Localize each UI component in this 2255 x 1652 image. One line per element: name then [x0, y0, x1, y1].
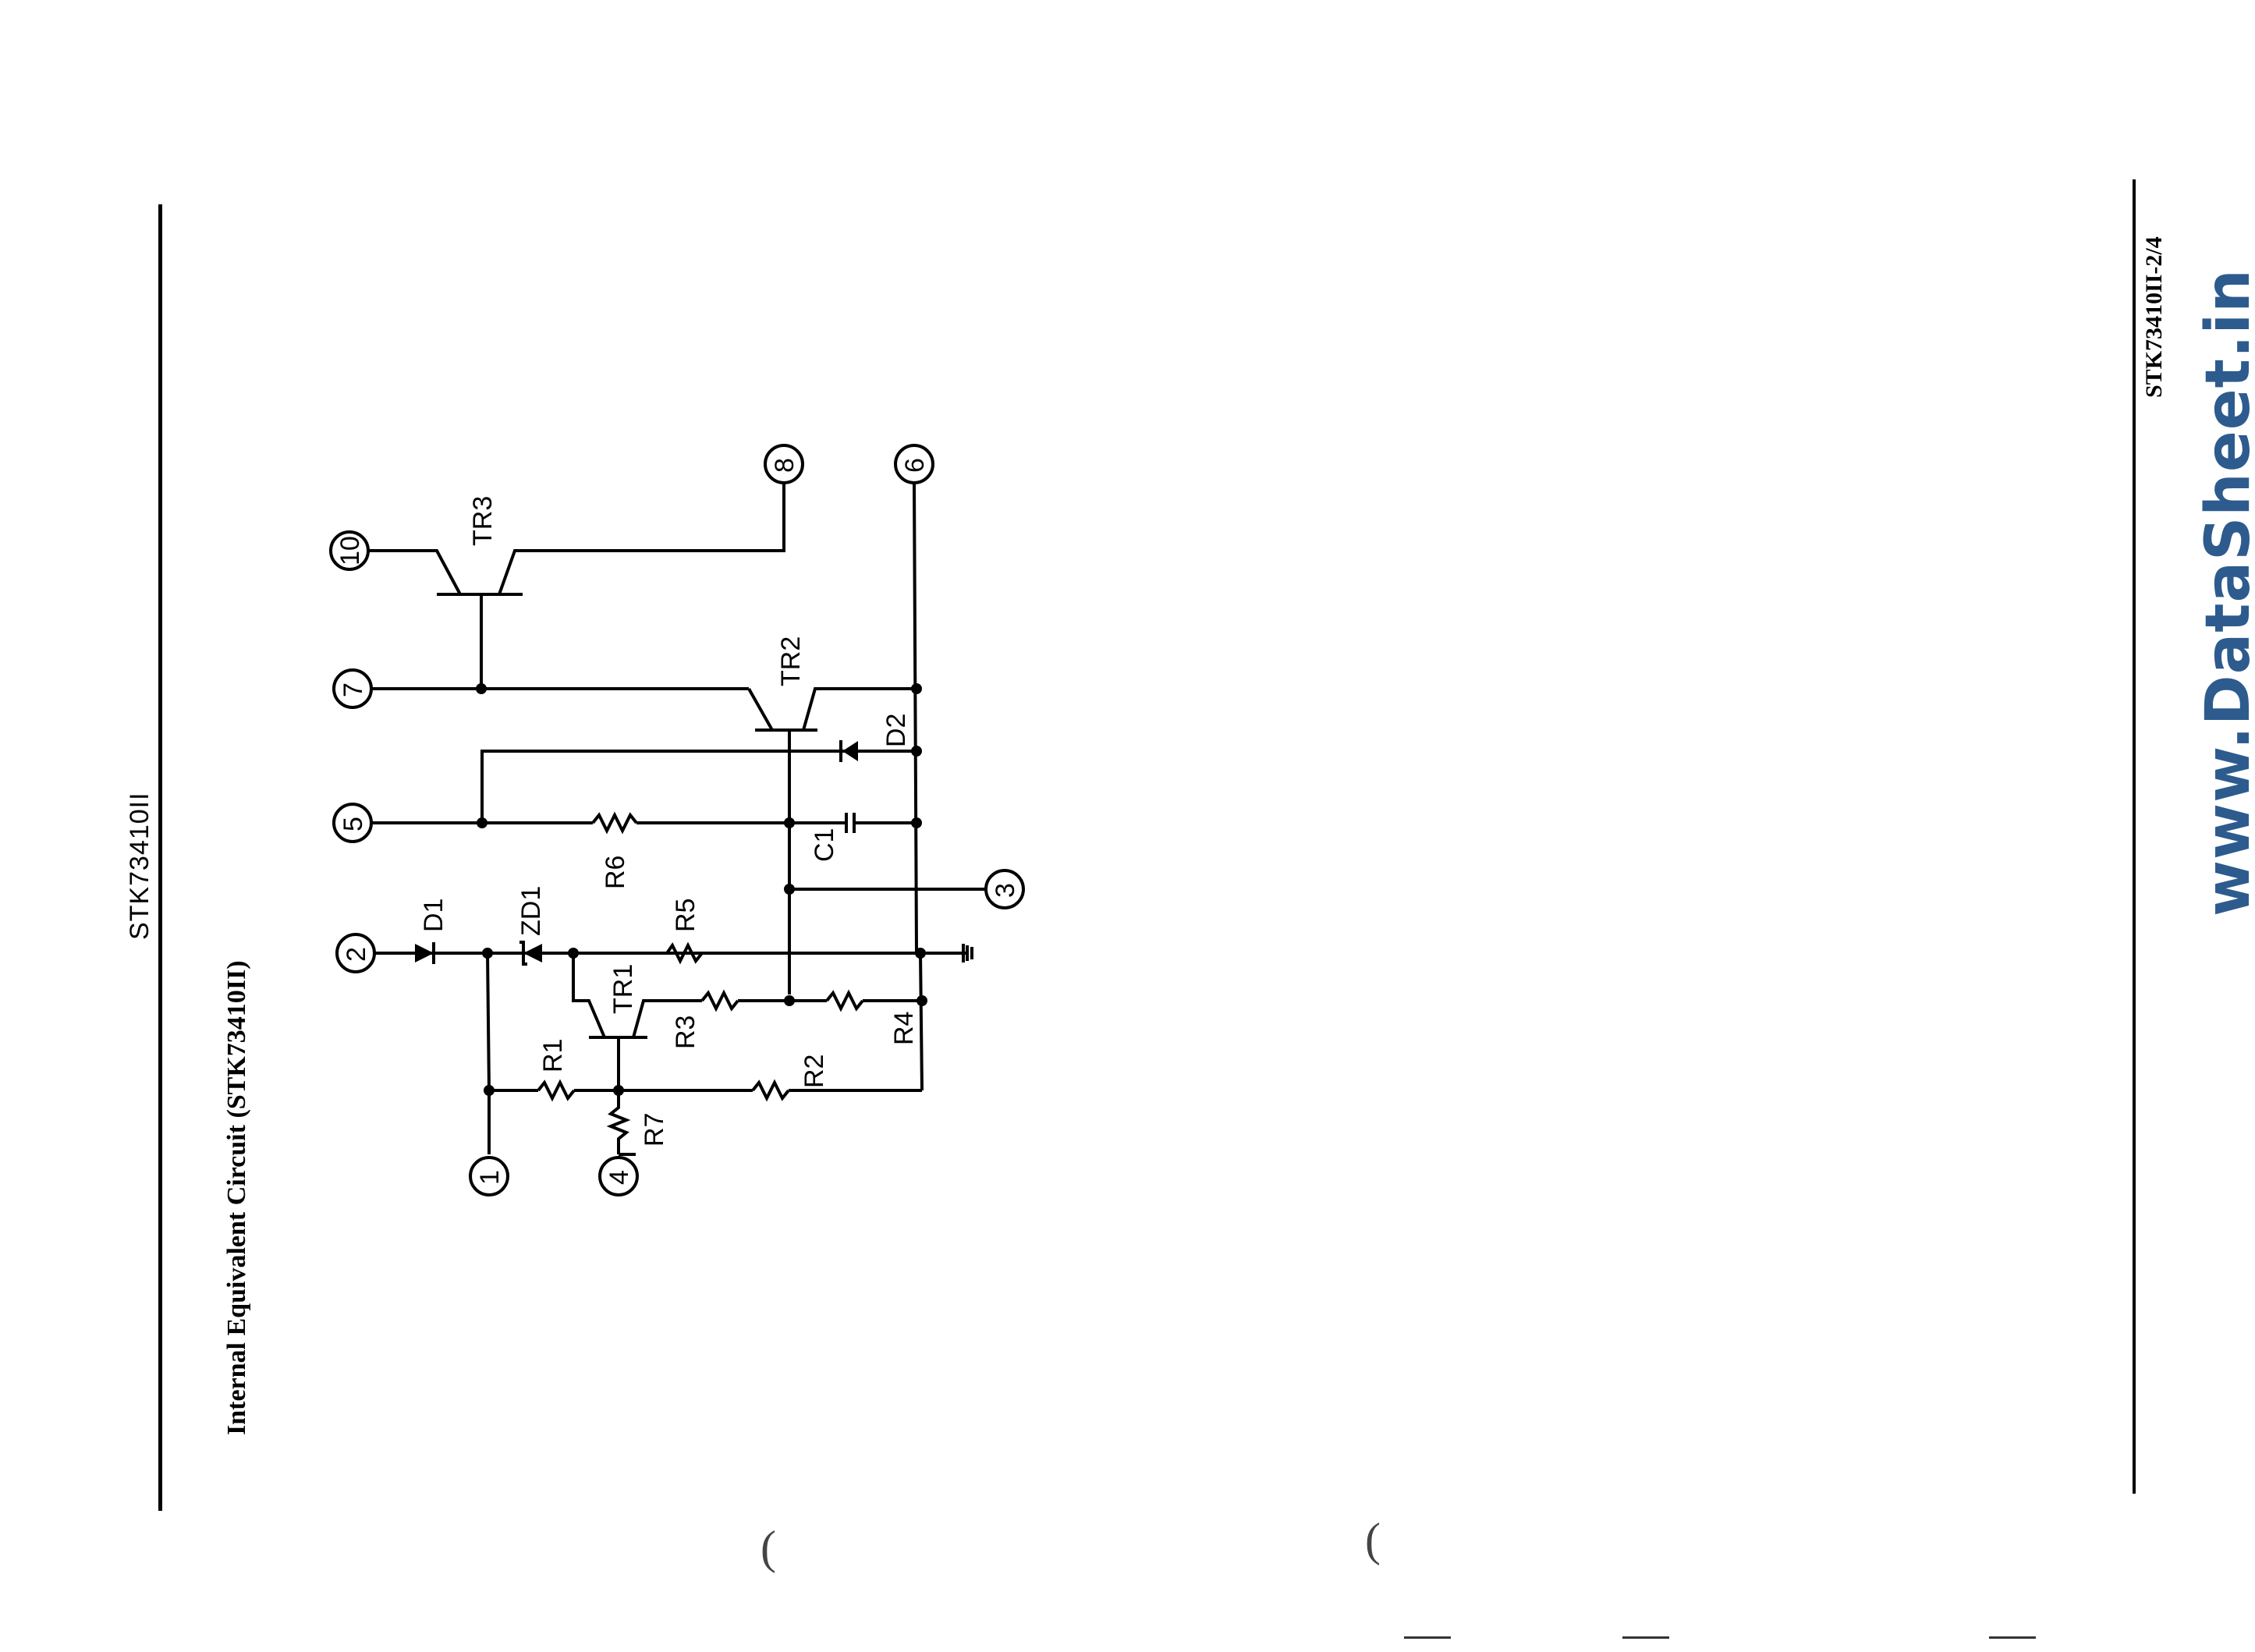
pin-5-terminal: 5 [332, 803, 373, 843]
scan-artifact: ( [761, 1522, 776, 1573]
diodes [415, 740, 858, 966]
pin-8-terminal: 8 [764, 444, 804, 484]
wires [367, 483, 984, 1156]
zener-zd1-icon [523, 944, 542, 962]
pin-2-terminal: 2 [335, 933, 376, 973]
pin-6-terminal: 6 [894, 444, 934, 484]
pin-3-terminal: 3 [984, 869, 1025, 909]
junction-dots [476, 683, 927, 1096]
label-d1: D1 [419, 899, 449, 932]
svg-text:8: 8 [770, 458, 800, 473]
pin-10-terminal: 10 [329, 530, 370, 571]
label-d2: D2 [881, 714, 911, 747]
label-r4: R4 [889, 1012, 919, 1045]
label-zd1: ZD1 [516, 886, 546, 936]
svg-text:4: 4 [605, 1170, 634, 1185]
svg-text:6: 6 [900, 458, 930, 473]
svg-text:1: 1 [475, 1170, 505, 1185]
label-r5: R5 [671, 899, 700, 932]
scan-artifact: ( [1365, 1514, 1381, 1565]
svg-text:10: 10 [335, 536, 365, 565]
diode-d2-icon [842, 741, 858, 761]
pin-4-terminal: 4 [598, 1156, 639, 1196]
right-margin-rule [2133, 179, 2136, 1494]
label-tr3: TR3 [468, 496, 498, 546]
svg-text:3: 3 [991, 883, 1020, 898]
label-r6: R6 [601, 856, 630, 889]
label-c1: C1 [810, 828, 839, 862]
label-r2: R2 [800, 1055, 829, 1088]
scan-artifact [1404, 1636, 1451, 1639]
pin-7-terminal: 7 [332, 668, 373, 709]
svg-text:5: 5 [339, 817, 368, 831]
label-tr2: TR2 [776, 636, 806, 686]
label-r3: R3 [671, 1016, 700, 1049]
pin-1-terminal: 1 [469, 1156, 509, 1196]
ground-icon [966, 945, 973, 961]
svg-text:2: 2 [342, 947, 371, 962]
diode-d1-icon [415, 944, 434, 962]
label-r7: R7 [640, 1113, 669, 1147]
scan-artifact [1622, 1636, 1669, 1639]
component-labels: TR3 TR2 D2 C1 R6 D1 ZD1 R5 TR1 R3 R4 R1 … [419, 496, 919, 1147]
pin-terminals: 10 8 6 7 5 3 2 1 4 [329, 444, 1025, 1196]
label-r1: R1 [538, 1039, 568, 1072]
label-tr1: TR1 [608, 964, 638, 1014]
svg-text:7: 7 [339, 682, 368, 697]
left-margin-rule [158, 204, 162, 1511]
scan-artifact [1989, 1636, 2036, 1639]
